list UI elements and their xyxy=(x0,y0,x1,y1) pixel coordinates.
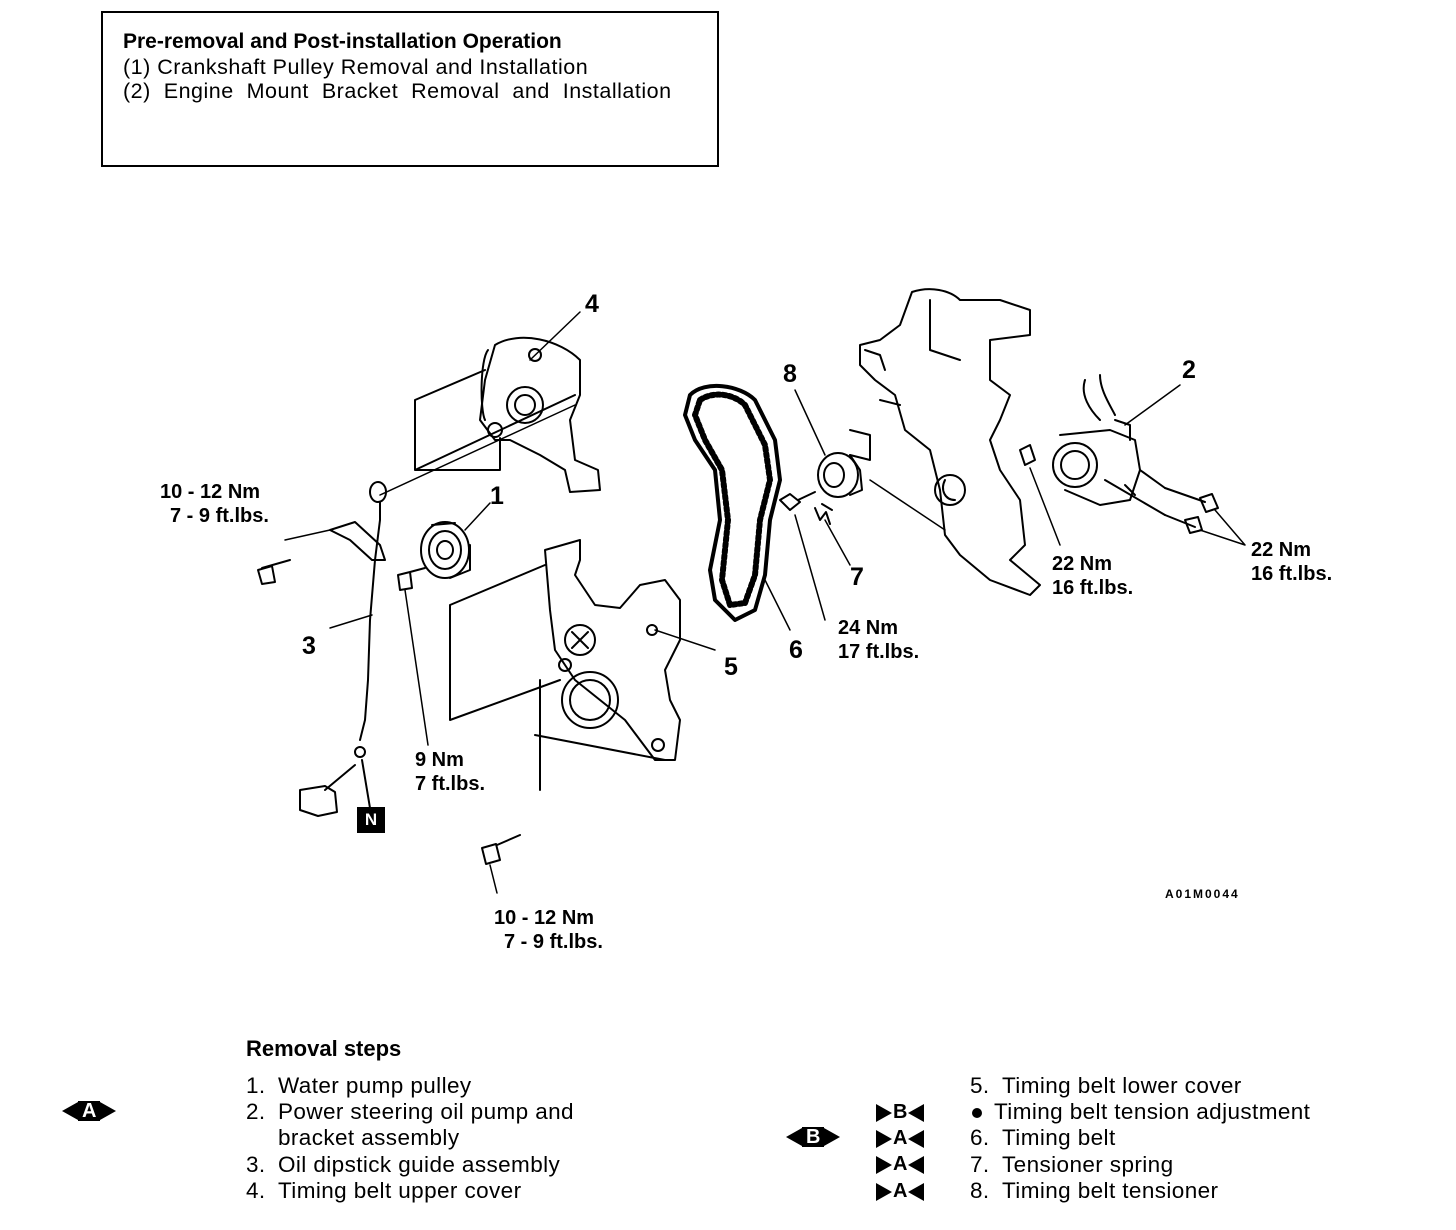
mark-right-arrow-icon xyxy=(100,1102,117,1120)
service-mark-a-double: A xyxy=(62,1101,117,1121)
dipstick-guide-drawing xyxy=(257,481,387,817)
step-text: Oil dipstick guide assembly xyxy=(278,1152,561,1177)
pre-removal-title: Pre-removal and Post-installation Operat… xyxy=(123,30,562,53)
mark-left-arrow-icon xyxy=(908,1155,925,1174)
mark-right-arrow-icon xyxy=(876,1182,892,1201)
torque-pump-right-ftlbs: 16 ft.lbs. xyxy=(1251,563,1333,585)
torque-lower-cover-nm: 10 - 12 Nm xyxy=(494,907,595,929)
torque-dipstick-ftlbs: 7 - 9 ft.lbs. xyxy=(170,505,269,527)
removal-step-6: 6. Timing belt xyxy=(970,1125,1116,1151)
callout-5: 5 xyxy=(724,653,738,681)
mark-letter: B xyxy=(893,1101,908,1123)
torque-lower-cover-bolt: 10 - 12 Nm 7 - 9 ft.lbs. xyxy=(494,906,603,954)
figure-code: A01M0044 xyxy=(1165,887,1240,901)
water-pump-pulley-drawing xyxy=(420,521,471,579)
removal-step-7: 7. Tensioner spring xyxy=(970,1152,1174,1178)
n-mark-badge: N xyxy=(357,807,385,833)
callout-7: 7 xyxy=(850,563,864,591)
removal-step-4: 4. Timing belt upper cover xyxy=(246,1178,521,1204)
step-text: Timing belt tensioner xyxy=(1002,1178,1219,1203)
torque-pulley-bolt: 9 Nm 7 ft.lbs. xyxy=(415,748,485,796)
pre-removal-item-1: (1) Crankshaft Pulley Removal and Instal… xyxy=(123,55,589,79)
removal-step-2-cont: bracket assembly xyxy=(246,1125,459,1151)
mark-right-arrow-icon xyxy=(876,1129,892,1148)
pulley-bolt-drawing xyxy=(397,567,426,591)
callout-8: 8 xyxy=(783,360,797,388)
mark-left-arrow-icon xyxy=(908,1129,925,1148)
mark-left-arrow-icon xyxy=(62,1102,78,1120)
lower-cover-drawing xyxy=(449,539,681,791)
mark-left-arrow-icon xyxy=(908,1182,925,1201)
power-steering-pump-drawing xyxy=(1019,374,1219,534)
mark-right-arrow-icon xyxy=(824,1128,841,1146)
callout-3: 3 xyxy=(302,632,316,660)
step-text: Water pump pulley xyxy=(278,1073,472,1098)
removal-step-1: 1. Water pump pulley xyxy=(246,1073,472,1099)
step-text: Timing belt tension adjustment xyxy=(994,1099,1311,1124)
step-number: 3. xyxy=(246,1152,266,1177)
removal-step-5: 5. Timing belt lower cover xyxy=(970,1073,1242,1099)
mark-left-arrow-icon xyxy=(908,1103,925,1122)
callout-2: 2 xyxy=(1182,356,1196,384)
step-number: 4. xyxy=(246,1178,266,1203)
step-number: 5. xyxy=(970,1073,990,1098)
torque-pump-bolt-right: 22 Nm 16 ft.lbs. xyxy=(1251,538,1332,586)
mark-left-arrow-icon xyxy=(786,1128,802,1146)
install-mark-a-6: A xyxy=(876,1127,925,1150)
step-text: Timing belt xyxy=(1002,1125,1116,1150)
mark-letter: A xyxy=(893,1153,908,1175)
step-number: 7. xyxy=(970,1152,990,1177)
pre-removal-box: Pre-removal and Post-installation Operat… xyxy=(101,11,719,167)
step-text: Timing belt lower cover xyxy=(1002,1073,1242,1098)
tensioner-drawing xyxy=(779,452,863,525)
install-mark-a-7: A xyxy=(876,1153,925,1176)
install-mark-a-8: A xyxy=(876,1180,925,1203)
bullet-dot-icon xyxy=(972,1108,982,1119)
removal-step-3: 3. Oil dipstick guide assembly xyxy=(246,1152,560,1178)
leader-lines xyxy=(284,311,1246,894)
removal-step-8: 8. Timing belt tensioner xyxy=(970,1178,1218,1204)
torque-tensioner-bolt: 24 Nm 17 ft.lbs. xyxy=(838,616,919,664)
torque-dipstick-nm: 10 - 12 Nm xyxy=(160,481,261,503)
engine-block-outline xyxy=(849,288,1041,596)
step-number: 2. xyxy=(246,1099,266,1124)
step-number: 8. xyxy=(970,1178,990,1203)
mark-letter: A xyxy=(893,1127,908,1149)
torque-dipstick-bolt: 10 - 12 Nm 7 - 9 ft.lbs. xyxy=(160,480,269,528)
mark-right-arrow-icon xyxy=(876,1155,892,1174)
step-text: Tensioner spring xyxy=(1002,1152,1174,1177)
step-number: 1. xyxy=(246,1073,266,1098)
mark-letter: B xyxy=(802,1127,825,1147)
removal-steps-title: Removal steps xyxy=(246,1036,402,1061)
torque-tensioner-nm: 24 Nm xyxy=(838,617,899,639)
pre-removal-item-2: (2) Engine Mount Bracket Removal and Ins… xyxy=(123,79,672,103)
torque-lower-cover-ftlbs: 7 - 9 ft.lbs. xyxy=(504,931,603,953)
callout-6: 6 xyxy=(789,636,803,664)
mark-right-arrow-icon xyxy=(876,1103,892,1122)
timing-belt-drawing xyxy=(683,383,782,622)
step-text: Power steering oil pump and xyxy=(278,1099,574,1124)
torque-pulley-ftlbs: 7 ft.lbs. xyxy=(415,773,486,795)
torque-pump-left-nm: 22 Nm xyxy=(1052,553,1113,575)
step-text: Timing belt upper cover xyxy=(278,1178,522,1203)
mark-letter: A xyxy=(78,1101,101,1121)
service-mark-b-double: B xyxy=(786,1127,841,1147)
torque-pump-bolt-left: 22 Nm 16 ft.lbs. xyxy=(1052,552,1133,600)
callout-1: 1 xyxy=(490,482,504,510)
step-text: bracket assembly xyxy=(278,1125,460,1150)
torque-pump-left-ftlbs: 16 ft.lbs. xyxy=(1052,577,1134,599)
removal-step-tension-adjustment: Timing belt tension adjustment xyxy=(970,1099,1310,1125)
install-mark-b: B xyxy=(876,1101,925,1124)
exploded-diagram: 1 2 3 4 5 6 7 8 xyxy=(257,288,1246,894)
lower-cover-bolt-drawing xyxy=(481,834,521,865)
mark-letter: A xyxy=(893,1180,908,1202)
step-number: 6. xyxy=(970,1125,990,1150)
removal-step-2: 2. Power steering oil pump and xyxy=(246,1099,574,1125)
torque-pump-right-nm: 22 Nm xyxy=(1251,539,1312,561)
torque-tensioner-ftlbs: 17 ft.lbs. xyxy=(838,641,920,663)
torque-pulley-nm: 9 Nm xyxy=(415,749,464,771)
upper-cover-drawing xyxy=(414,336,601,493)
callout-4: 4 xyxy=(585,290,599,318)
